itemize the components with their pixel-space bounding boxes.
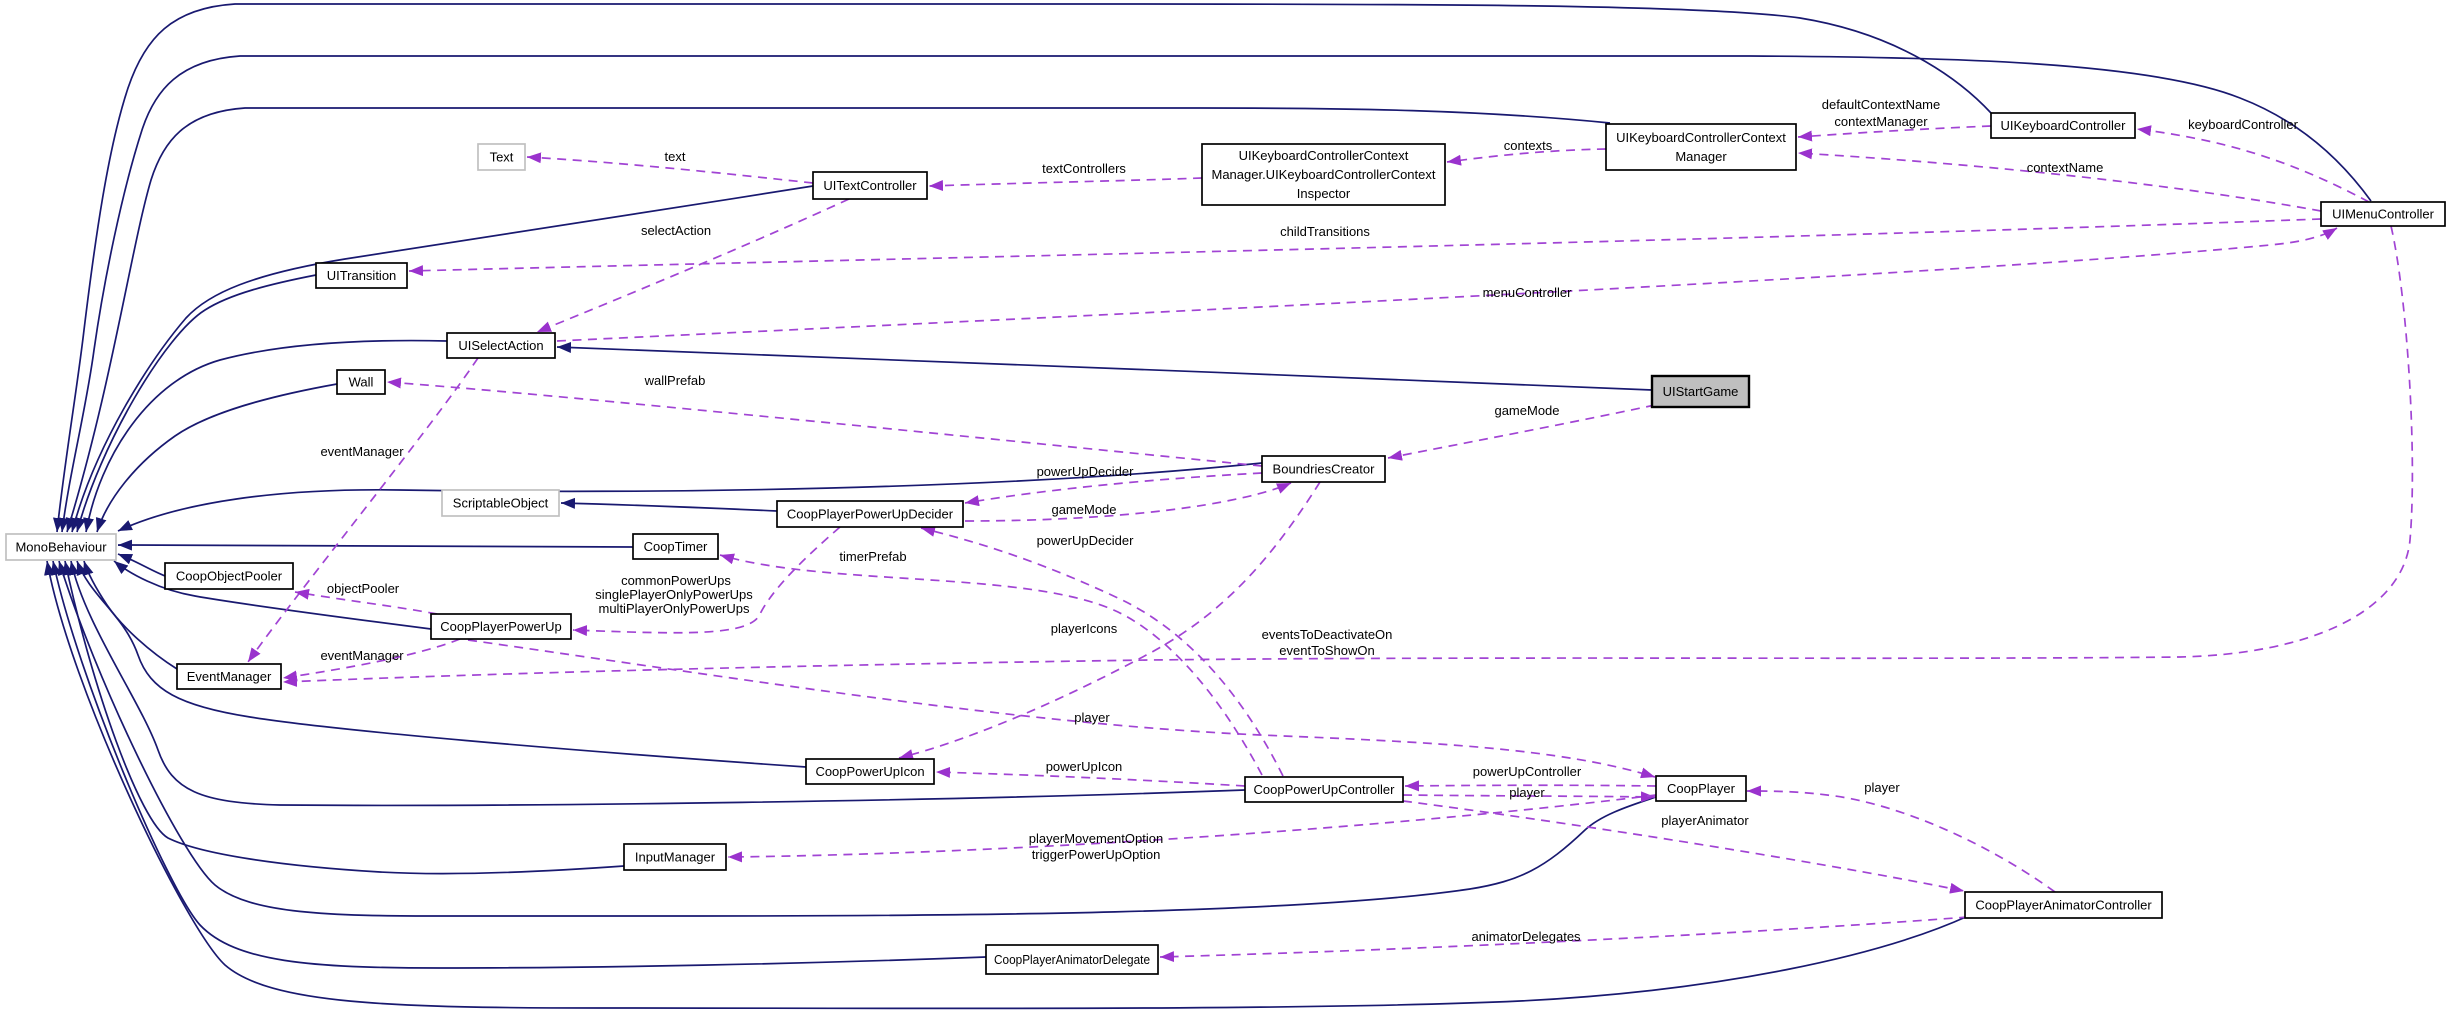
svg-text:menuController: menuController [1483, 285, 1573, 300]
svg-text:defaultContextName: defaultContextName [1822, 97, 1941, 112]
svg-text:playerMovementOption: playerMovementOption [1029, 831, 1163, 846]
svg-text:text: text [665, 149, 686, 164]
svg-text:CoopPlayerAnimatorController: CoopPlayerAnimatorController [1975, 898, 2152, 913]
svg-text:powerUpController: powerUpController [1473, 764, 1582, 779]
svg-text:powerUpDecider: powerUpDecider [1037, 533, 1134, 548]
svg-text:MonoBehaviour: MonoBehaviour [15, 540, 107, 555]
svg-text:eventManager: eventManager [320, 444, 404, 459]
svg-text:player: player [1074, 710, 1110, 725]
svg-text:CoopTimer: CoopTimer [644, 539, 708, 554]
svg-text:UIKeyboardControllerContext: UIKeyboardControllerContext [1616, 130, 1786, 145]
svg-text:selectAction: selectAction [641, 223, 711, 238]
svg-text:eventManager: eventManager [320, 648, 404, 663]
svg-text:Manager: Manager [1675, 149, 1727, 164]
svg-text:player: player [1509, 785, 1545, 800]
svg-text:animatorDelegates: animatorDelegates [1471, 929, 1581, 944]
svg-text:CoopPowerUpIcon: CoopPowerUpIcon [815, 764, 924, 779]
svg-text:CoopPlayer: CoopPlayer [1667, 781, 1736, 796]
svg-text:CoopPlayerPowerUpDecider: CoopPlayerPowerUpDecider [787, 507, 954, 522]
svg-text:triggerPowerUpOption: triggerPowerUpOption [1032, 847, 1161, 862]
svg-text:UIStartGame: UIStartGame [1663, 384, 1739, 399]
svg-text:UIKeyboardController: UIKeyboardController [2000, 118, 2126, 133]
svg-text:contextName: contextName [2027, 160, 2104, 175]
svg-text:eventToShowOn: eventToShowOn [1279, 643, 1374, 658]
svg-text:multiPlayerOnlyPowerUps: multiPlayerOnlyPowerUps [599, 601, 750, 616]
svg-text:singlePlayerOnlyPowerUps: singlePlayerOnlyPowerUps [595, 587, 753, 602]
svg-text:objectPooler: objectPooler [327, 581, 400, 596]
svg-text:EventManager: EventManager [187, 669, 272, 684]
svg-text:InputManager: InputManager [635, 850, 716, 865]
svg-text:childTransitions: childTransitions [1280, 224, 1370, 239]
svg-text:UIMenuController: UIMenuController [2332, 207, 2435, 222]
svg-text:eventsToDeactivateOn: eventsToDeactivateOn [1262, 627, 1393, 642]
svg-text:wallPrefab: wallPrefab [644, 373, 706, 388]
svg-text:gameMode: gameMode [1051, 502, 1116, 517]
svg-text:commonPowerUps: commonPowerUps [621, 573, 731, 588]
svg-text:Manager.UIKeyboardControllerCo: Manager.UIKeyboardControllerContext [1211, 167, 1435, 182]
svg-text:player: player [1864, 780, 1900, 795]
svg-text:BoundriesCreator: BoundriesCreator [1273, 462, 1376, 477]
svg-text:playerIcons: playerIcons [1051, 621, 1118, 636]
svg-text:timerPrefab: timerPrefab [839, 549, 906, 564]
svg-text:ScriptableObject: ScriptableObject [453, 496, 549, 511]
svg-text:gameMode: gameMode [1494, 403, 1559, 418]
svg-text:CoopPowerUpController: CoopPowerUpController [1254, 782, 1396, 797]
svg-text:contexts: contexts [1504, 138, 1553, 153]
svg-text:contextManager: contextManager [1834, 114, 1928, 129]
svg-text:Inspector: Inspector [1297, 186, 1351, 201]
svg-text:powerUpDecider: powerUpDecider [1037, 464, 1134, 479]
svg-text:powerUpIcon: powerUpIcon [1046, 759, 1123, 774]
svg-text:UITextController: UITextController [823, 178, 917, 193]
svg-text:CoopPlayerAnimatorDelegate: CoopPlayerAnimatorDelegate [994, 952, 1150, 967]
svg-text:UIKeyboardControllerContext: UIKeyboardControllerContext [1239, 148, 1409, 163]
svg-text:playerAnimator: playerAnimator [1661, 813, 1749, 828]
svg-text:CoopObjectPooler: CoopObjectPooler [176, 569, 283, 584]
svg-text:keyboardController: keyboardController [2188, 117, 2299, 132]
svg-text:Text: Text [490, 150, 514, 165]
svg-text:CoopPlayerPowerUp: CoopPlayerPowerUp [440, 619, 561, 634]
svg-text:UISelectAction: UISelectAction [458, 338, 543, 353]
svg-text:Wall: Wall [349, 375, 374, 390]
svg-text:UITransition: UITransition [327, 268, 397, 283]
svg-text:textControllers: textControllers [1042, 161, 1126, 176]
